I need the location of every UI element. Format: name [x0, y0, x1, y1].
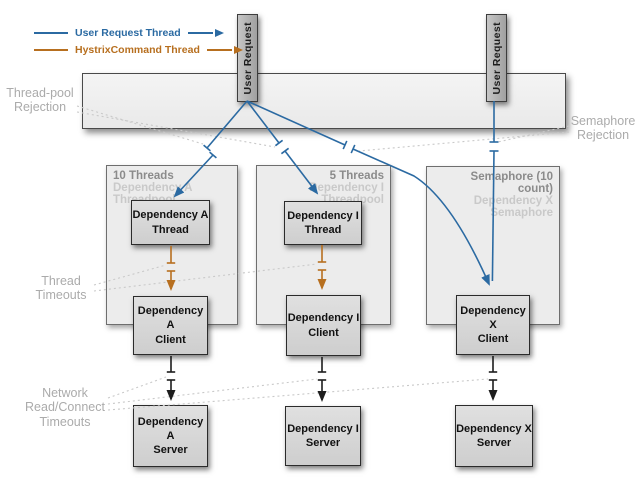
legend-label: User Request Thread — [75, 26, 181, 39]
dependency-a-client-box: Dependency A Client — [133, 296, 208, 355]
network-timeouts-label: Network Read/Connect Timeouts — [25, 386, 105, 429]
user-request-label: User Request — [241, 21, 254, 95]
hystrix-command-line-icon — [206, 48, 232, 51]
dependency-i-server-box: Dependency I Server — [285, 406, 361, 466]
semaphore-rejection-label: Semaphore Rejection — [570, 114, 636, 143]
dependency-i-thread-box: Dependency I Thread — [284, 201, 362, 245]
user-request-label: User Request — [490, 21, 503, 95]
pool-title: 5 Threads — [329, 170, 384, 182]
legend: User Request Thread HystrixCommand Threa… — [34, 24, 243, 58]
dependency-x-server-box: Dependency X Server — [455, 405, 533, 467]
thread-timeouts-label: Thread Timeouts — [35, 274, 87, 303]
user-request-line-icon — [187, 31, 213, 34]
user-request-line-icon — [34, 31, 68, 34]
pool-subtitle: Dependency X Semaphore — [473, 195, 553, 219]
pool-title: Semaphore (10 count) — [470, 171, 553, 195]
dependency-a-server-box: Dependency A Server — [133, 405, 208, 467]
pool-title: 10 Threads — [113, 170, 174, 182]
user-request-box-2: User Request — [486, 14, 507, 102]
legend-item-user-request-thread: User Request Thread — [34, 24, 243, 41]
dependency-a-thread-box: Dependency A Thread — [131, 200, 210, 245]
legend-label: HystrixCommand Thread — [75, 43, 200, 56]
legend-item-hystrix-command-thread: HystrixCommand Thread — [34, 41, 243, 58]
arrowhead-icon — [233, 45, 243, 54]
dependency-i-client-box: Dependency I Client — [286, 295, 361, 356]
hystrix-command-line-icon — [34, 48, 68, 51]
thread-pool-rejection-label: Thread-pool Rejection — [6, 86, 74, 115]
network-timeout-arrows — [166, 356, 498, 402]
arrowhead-icon — [214, 28, 224, 37]
dependency-x-client-box: Dependency X Client — [456, 295, 530, 355]
